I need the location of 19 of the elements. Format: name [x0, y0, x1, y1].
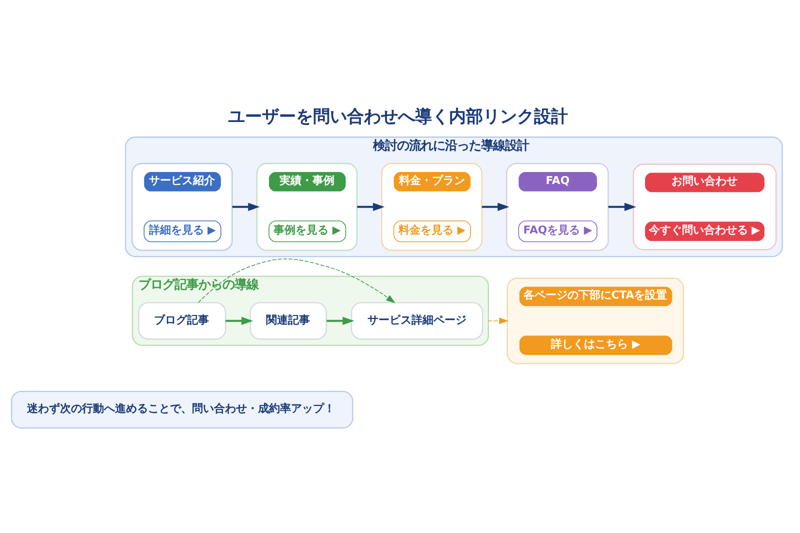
- arrow: [608, 202, 636, 210]
- arrow: [232, 202, 260, 210]
- node-box: ブログ記事: [138, 302, 226, 340]
- arrow: [226, 316, 254, 324]
- diagram-title: ユーザーを問い合わせへ導く内部リンク設計: [228, 106, 568, 127]
- node-box: サービス詳細ページ: [350, 302, 484, 340]
- node-box: サービス紹介 詳細を見る ▶: [132, 162, 233, 250]
- arrow: [326, 316, 354, 324]
- arrow: [198, 258, 396, 303]
- node-box: 関連記事: [250, 302, 327, 340]
- node-box: 料金・プラン 料金を見る ▶: [381, 162, 482, 250]
- node-box: 迷わず次の行動へ進めることで、問い合わせ・成約率アップ！: [10, 390, 354, 428]
- node-box: 実績・事例 事例を見る ▶: [256, 162, 358, 250]
- node-box: FAQ FAQを見る ▶: [506, 162, 609, 250]
- node-box: お問い合わせ 今すぐ問い合わせる ▶: [632, 163, 777, 250]
- arrow: [488, 317, 508, 324]
- arrow: [357, 202, 385, 210]
- arrow: [482, 202, 510, 210]
- node-box: 各ページの下部にCTAを設置 詳しくはこちら ▶: [506, 277, 684, 364]
